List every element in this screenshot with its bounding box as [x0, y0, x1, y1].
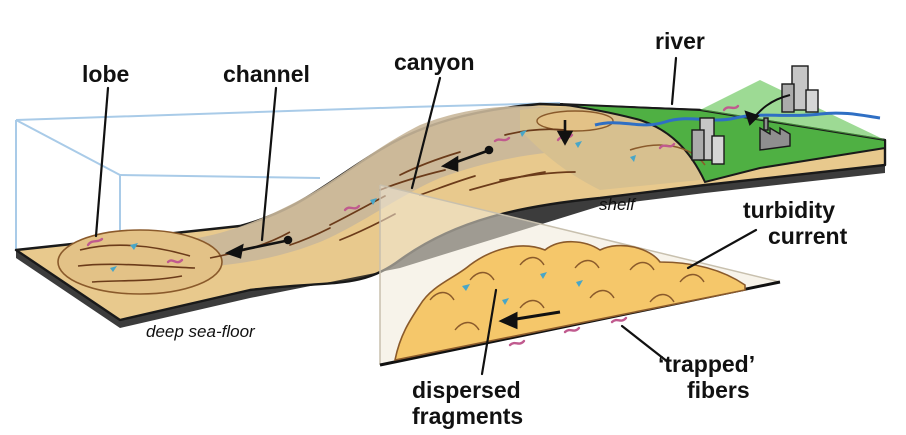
label-fibers: fibers	[687, 377, 750, 403]
label-turbidity: turbidity	[743, 197, 835, 223]
labels: lobe channel canyon river shelf deep sea…	[82, 28, 848, 429]
label-dispersed: dispersed	[412, 377, 521, 403]
zoom-inset	[379, 184, 781, 367]
flow-arrow-icon	[224, 120, 574, 259]
label-channel: channel	[223, 61, 310, 87]
label-trapped: ‘trapped’	[658, 351, 755, 377]
fibers	[86, 104, 740, 264]
label-current: current	[768, 223, 848, 249]
leader-lines	[94, 56, 758, 376]
label-river: river	[655, 28, 705, 54]
label-deep-sea-floor: deep sea-floor	[146, 322, 256, 341]
label-fragments: fragments	[412, 403, 523, 429]
factory-icon	[759, 117, 791, 151]
label-shelf: shelf	[599, 195, 637, 214]
label-lobe: lobe	[82, 61, 129, 87]
label-canyon: canyon	[394, 49, 475, 75]
fragments	[110, 130, 636, 272]
building-icon	[691, 65, 819, 165]
